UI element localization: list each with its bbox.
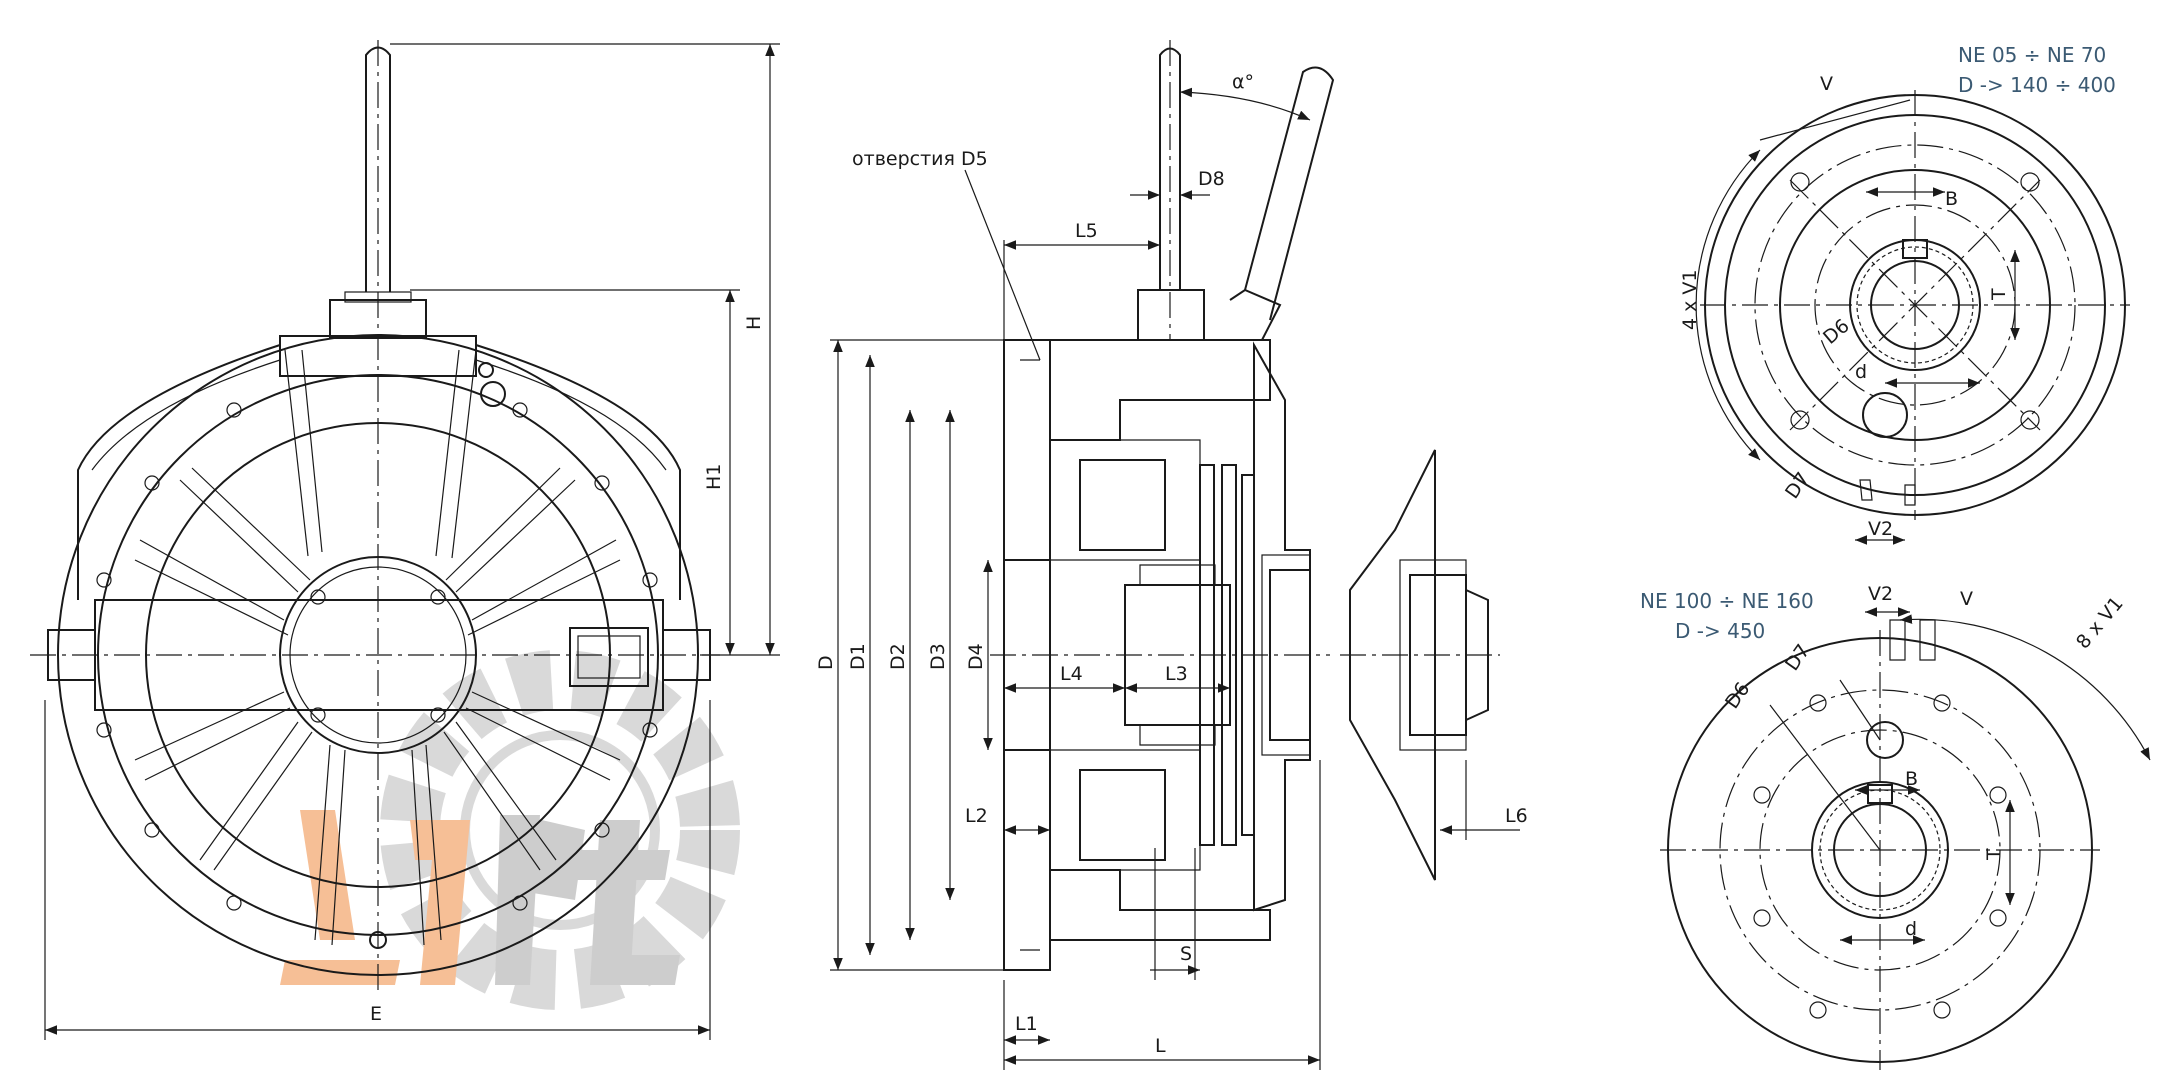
dim-E: E — [370, 1003, 382, 1025]
top-V1: 4 x V1 — [1679, 270, 1701, 331]
dim-alpha: α° — [1232, 71, 1254, 93]
top-V2: V2 — [1868, 518, 1893, 540]
top-range: NE 05 ÷ NE 70 — [1958, 43, 2106, 67]
front-view — [30, 40, 720, 990]
dim-D1: D1 — [847, 643, 869, 670]
dim-L4: L4 — [1060, 663, 1083, 685]
dim-L2: L2 — [965, 805, 988, 827]
dim-D: D — [815, 655, 837, 670]
dim-D4: D4 — [965, 643, 987, 670]
end-view-small — [1695, 90, 2130, 545]
bottom-V2: V2 — [1868, 583, 1893, 605]
front-view-dimensions — [44, 43, 780, 1040]
dim-L6: L6 — [1505, 805, 1528, 827]
top-D6: D6 — [1819, 315, 1854, 349]
bottom-T: T — [1983, 848, 2005, 861]
bottom-V: V — [1960, 588, 1973, 610]
dim-H: H — [743, 316, 765, 330]
dim-D3: D3 — [927, 643, 949, 670]
dim-L5: L5 — [1075, 220, 1098, 242]
bottom-V1: 8 x V1 — [2072, 593, 2128, 653]
top-D7: D7 — [1781, 468, 1814, 503]
bottom-diameter: D -> 450 — [1675, 619, 1765, 643]
bottom-d: d — [1905, 918, 1917, 940]
dim-L3: L3 — [1165, 663, 1188, 685]
dim-D8: D8 — [1198, 168, 1225, 190]
top-d: d — [1855, 361, 1867, 383]
dim-L1: L1 — [1015, 1013, 1038, 1035]
section-view-dimensions — [830, 87, 1520, 1070]
top-B: B — [1945, 188, 1958, 210]
dim-D2: D2 — [887, 643, 909, 670]
dim-H1: H1 — [703, 464, 725, 490]
dim-L: L — [1155, 1035, 1166, 1057]
dim-D5-note: отверстия D5 — [852, 148, 988, 170]
top-diameter: D -> 140 ÷ 400 — [1958, 73, 2116, 97]
section-detail — [1340, 449, 1500, 881]
spokes — [134, 349, 621, 946]
top-T: T — [1988, 288, 2010, 301]
bottom-D7: D7 — [1781, 640, 1814, 675]
watermark-logo — [280, 650, 740, 1010]
end-view-large — [1660, 607, 2151, 1070]
section-view — [990, 40, 1335, 971]
dim-S: S — [1180, 943, 1192, 965]
bolt-holes — [96, 362, 658, 949]
bottom-range: NE 100 ÷ NE 160 — [1640, 589, 1814, 613]
bottom-B: B — [1905, 768, 1918, 790]
top-V: V — [1820, 73, 1833, 95]
